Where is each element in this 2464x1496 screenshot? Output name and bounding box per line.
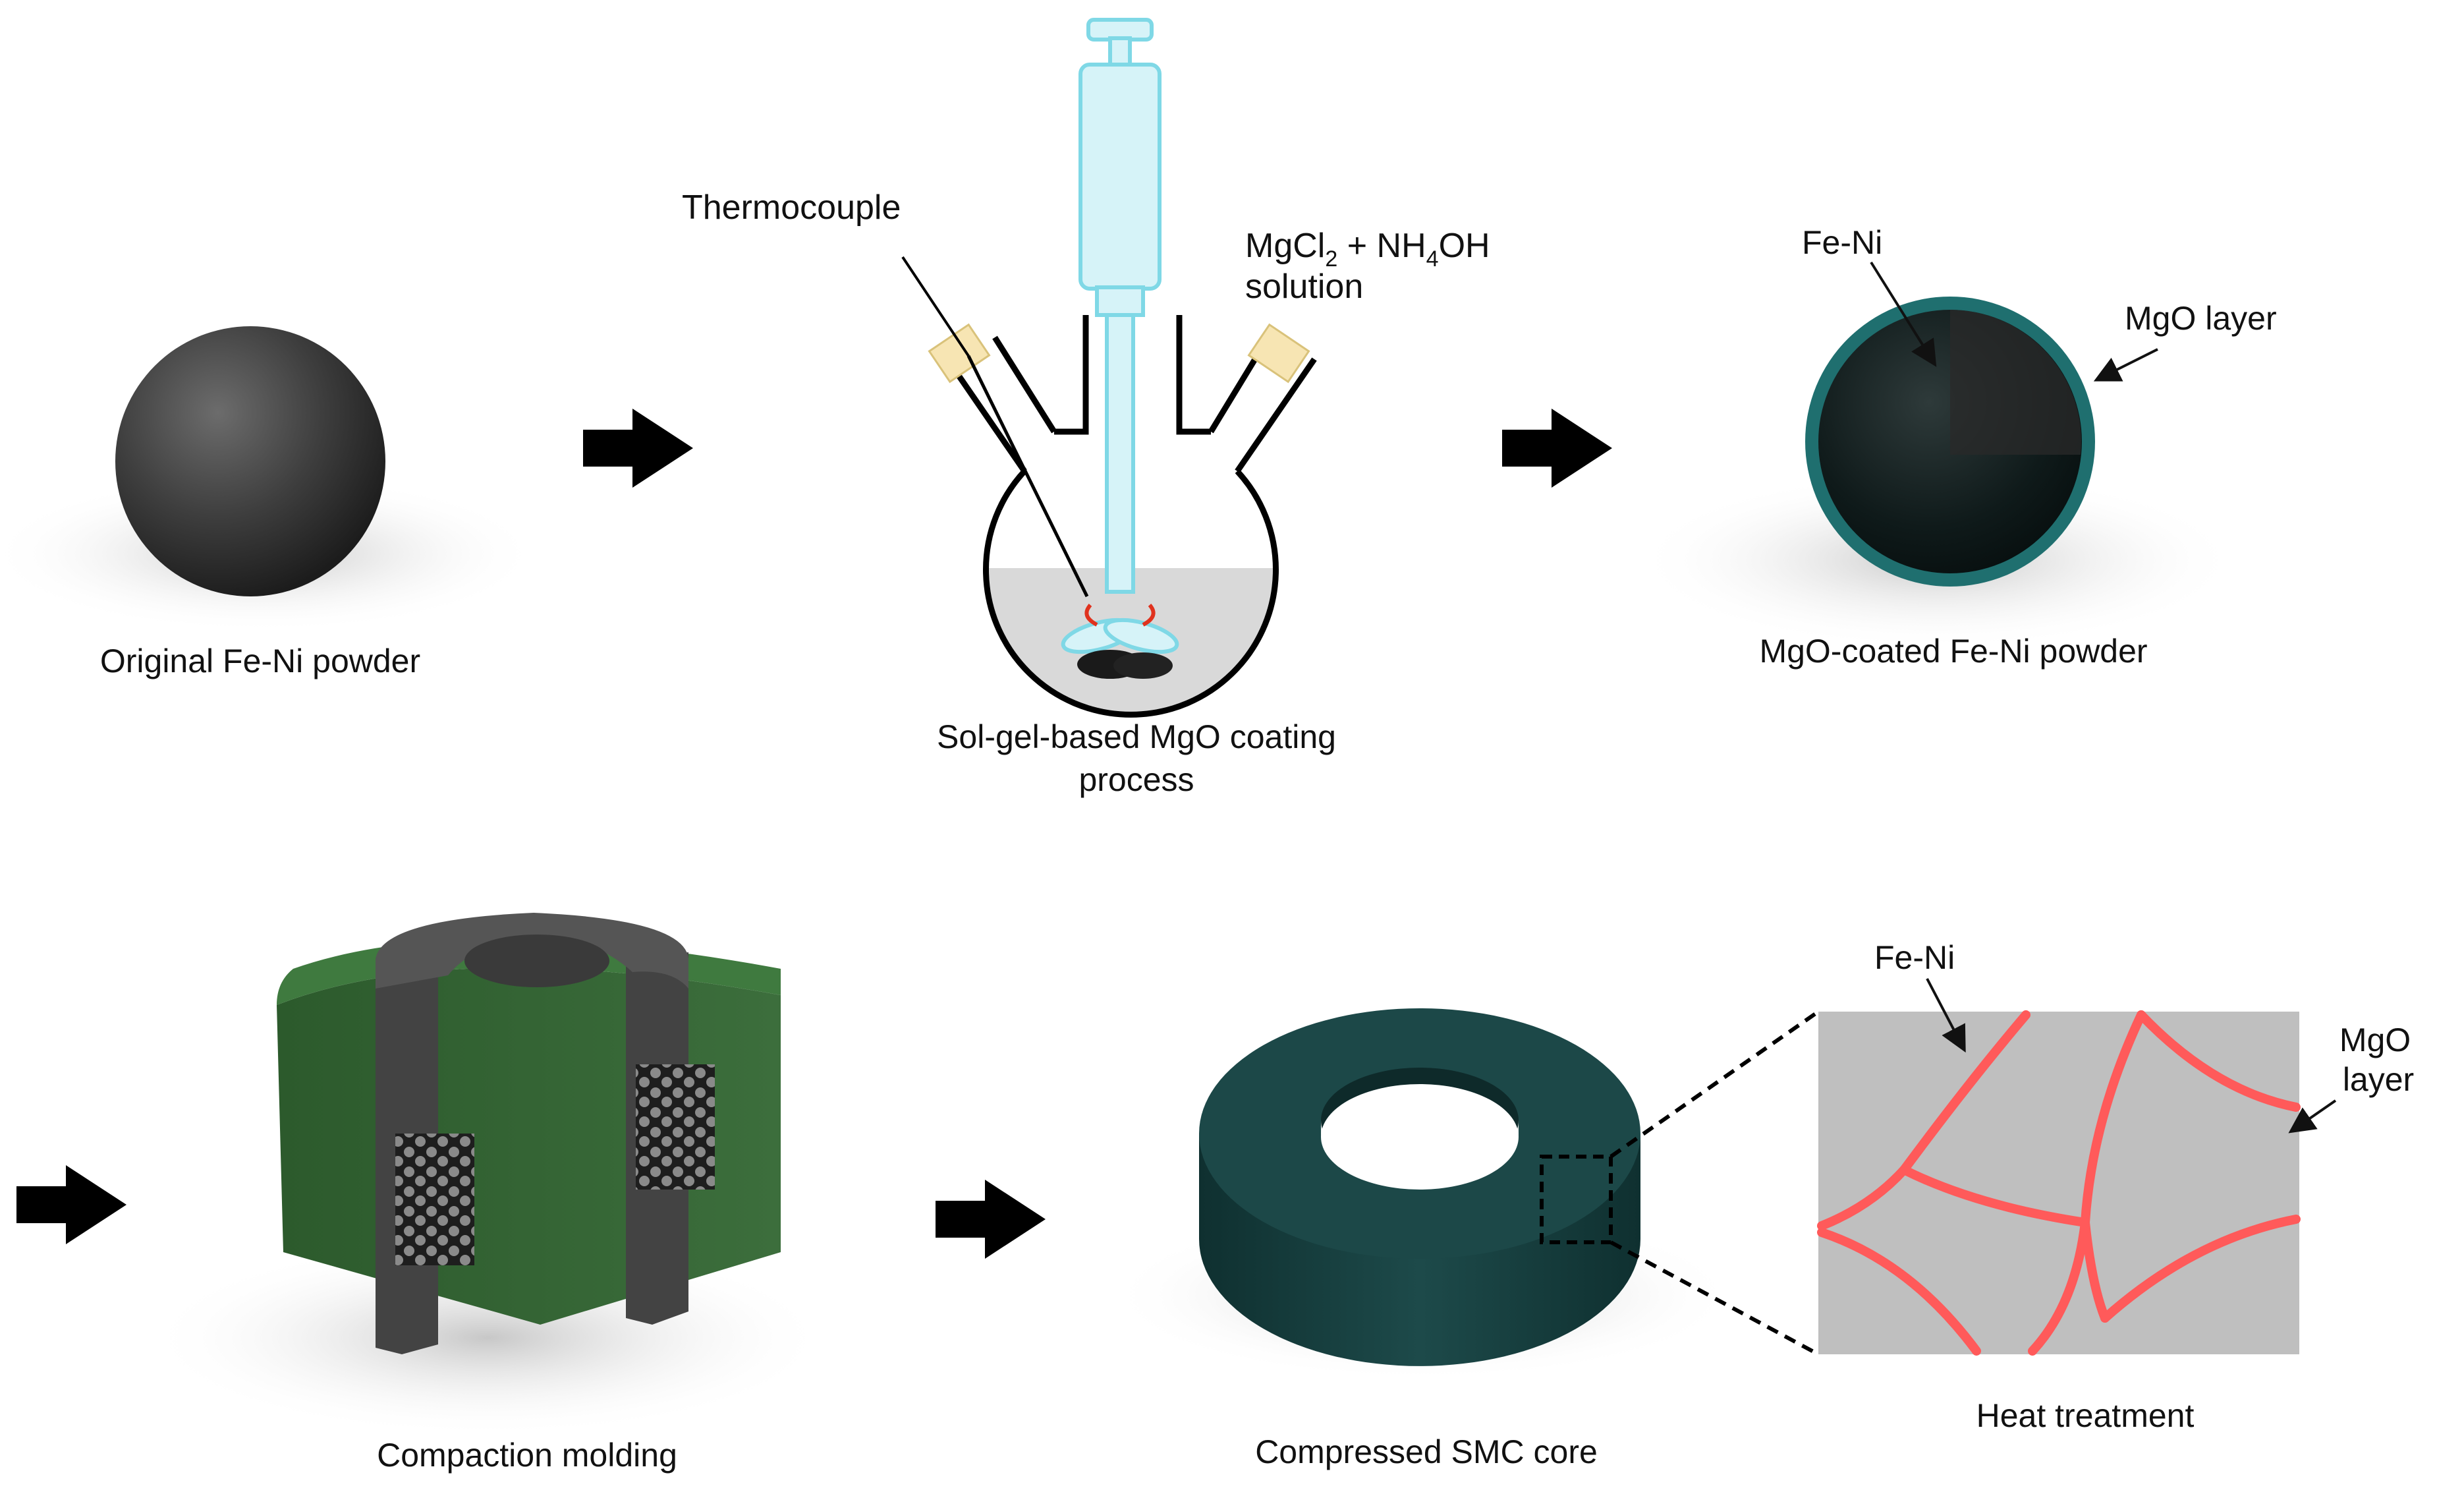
smc-core-step: Compressed SMC core <box>1107 1008 1820 1470</box>
left-stopper <box>928 323 991 384</box>
rotation-arrow-left <box>1084 604 1098 627</box>
solgel-caption-line1: Sol-gel-based MgO coating <box>937 718 1336 755</box>
top-punch <box>376 913 688 989</box>
process-arrow-1 <box>583 409 693 488</box>
left-powder-column <box>395 1134 474 1265</box>
process-arrow-2 <box>1502 409 1612 488</box>
right-stopper <box>1247 323 1310 384</box>
grain-boundaries <box>1817 1010 2301 1356</box>
compaction-step: Compaction molding <box>145 913 830 1474</box>
grain-label: Fe-Ni <box>1874 939 1955 976</box>
cutaway-wedge <box>1950 310 2082 455</box>
right-powder-column <box>636 1064 715 1190</box>
coated-shell-label: MgO layer <box>2125 300 2277 337</box>
process-arrow-4 <box>936 1180 1046 1259</box>
reagent-label-line2: solution <box>1245 268 1363 306</box>
original-powder-caption: Original Fe-Ni powder <box>100 643 420 679</box>
reagent-label: MgCl2 + NH4OH <box>1245 227 1490 272</box>
stirrer <box>1061 18 1179 654</box>
compaction-caption: Compaction molding <box>377 1437 677 1474</box>
microstructure-panel <box>1818 1012 2299 1354</box>
boundary-pointer <box>2288 1099 2337 1134</box>
smc-core-caption: Compressed SMC core <box>1255 1433 1598 1470</box>
shell-pointer <box>2093 348 2158 382</box>
solgel-step: Thermocouple MgCl2 + NH4OH solution Sol-… <box>682 18 1490 798</box>
boundary-label-line1: MgO <box>2339 1021 2411 1058</box>
fe-ni-particle <box>115 326 385 596</box>
heat-treatment-step: Fe-Ni MgO layer Heat treatment <box>1817 939 2414 1434</box>
process-arrow-3 <box>16 1165 126 1244</box>
boundary-label-line2: layer <box>2343 1061 2414 1098</box>
original-powder-step: Original Fe-Ni powder <box>0 326 540 679</box>
coated-caption: MgO-coated Fe-Ni powder <box>1759 633 2147 670</box>
rotation-arrow-right <box>1142 604 1156 627</box>
thermocouple-probe <box>966 355 1089 598</box>
core-pointer <box>1870 261 1937 367</box>
zoom-box <box>1540 1155 1613 1244</box>
heat-treatment-caption: Heat treatment <box>1976 1397 2195 1434</box>
grain-pointer <box>1926 978 1966 1053</box>
thermocouple-label: Thermocouple <box>682 188 901 227</box>
solgel-caption-line2: process <box>1078 761 1194 798</box>
zoom-line-top <box>1610 1010 1820 1159</box>
thermocouple-pointer <box>901 256 970 357</box>
coated-core-label: Fe-Ni <box>1802 224 1882 261</box>
coated-powder-step: Fe-Ni MgO layer MgO-coated Fe-Ni powder <box>1634 224 2277 670</box>
